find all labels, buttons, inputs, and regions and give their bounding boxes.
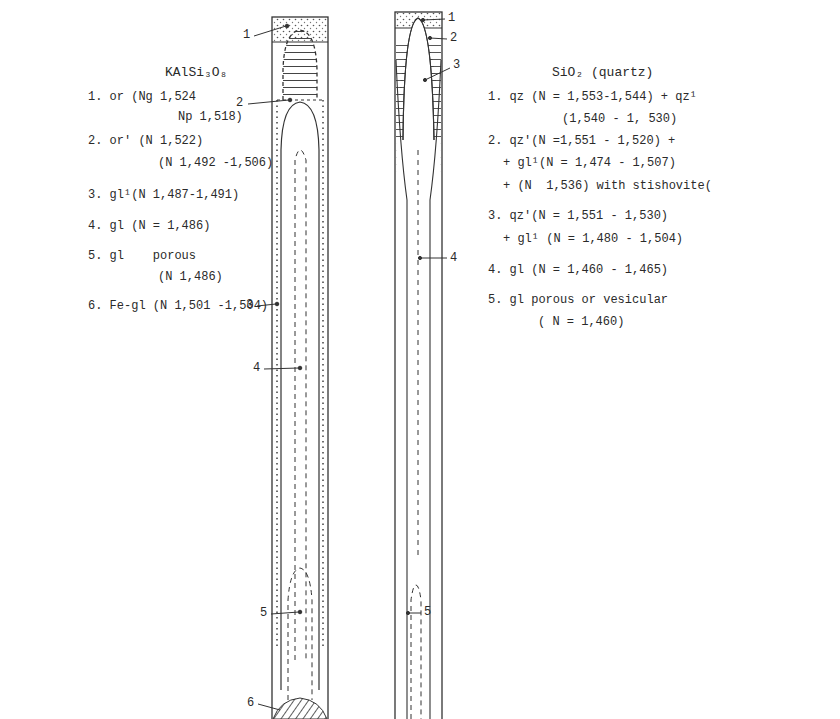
legend-line: 1. or (Ng 1,524: [88, 90, 196, 104]
callout-number: 1: [242, 28, 251, 42]
legend-line: (N 1,492 -1,506): [158, 156, 273, 170]
callout-number: 4: [252, 361, 261, 375]
legend-line: 4. gl (N = 1,460 - 1,465): [488, 263, 668, 277]
left-column: [272, 17, 328, 719]
legend-line: + (N 1,536) with stishovite(: [503, 179, 712, 193]
formula-heading: KAlSi₃O₈: [165, 66, 227, 80]
callout-number: 2: [235, 96, 244, 110]
legend-line: 3. qz'(N = 1,551 - 1,530): [488, 209, 668, 223]
callout-number: 5: [259, 606, 268, 620]
legend-line: 3. gl¹(N 1,487-1,491): [88, 188, 239, 202]
legend-line: + gl¹(N = 1,474 - 1,507): [503, 156, 676, 170]
callout-number: 6: [246, 696, 255, 710]
legend-line: Np 1,518): [178, 110, 243, 124]
legend-line: + gl¹ (N = 1,480 - 1,504): [503, 232, 683, 246]
legend-line: 1. qz (N = 1,553-1,544) + qz¹: [488, 90, 697, 104]
legend-line: 4. gl (N = 1,486): [88, 219, 210, 233]
callout-number: 3: [245, 298, 254, 312]
legend-line: 5. gl porous: [88, 249, 196, 263]
legend-line: 6. Fe-gl (N 1,501 -1,504): [88, 299, 268, 313]
leader-lines: [248, 18, 450, 710]
legend-line: (1,540 - 1, 530): [562, 112, 677, 126]
legend-line: 2. qz'(N =1,551 - 1,520) +: [488, 134, 675, 148]
legend-line: 2. or' (N 1,522): [88, 134, 203, 148]
legend-line: 5. gl porous or vesicular: [488, 293, 668, 307]
callout-number: 5: [423, 605, 432, 619]
callout-number: 1: [447, 11, 456, 25]
callout-number: 4: [449, 251, 458, 265]
legend-line: (N 1,486): [158, 270, 223, 284]
right-column: [395, 12, 442, 719]
formula-heading: SiO₂ (quartz): [552, 66, 653, 80]
callout-number: 3: [452, 58, 461, 72]
callout-number: 2: [449, 31, 458, 45]
legend-line: ( N = 1,460): [538, 315, 624, 329]
